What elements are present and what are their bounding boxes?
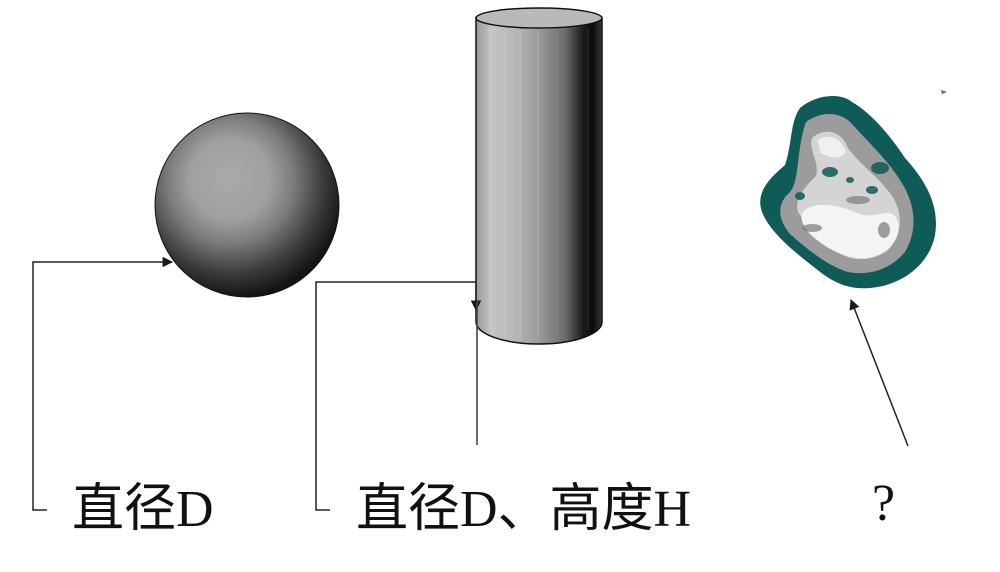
- sphere-connector-arrow: [32, 256, 174, 511]
- cylinder-shape: [475, 7, 603, 345]
- cylinder-connector-arrow: [315, 281, 482, 511]
- sphere-label: 直径D: [72, 481, 214, 538]
- irregular-connector-arrow: [849, 299, 909, 447]
- stray-mark: [941, 90, 947, 94]
- irregular-particle-shape: [760, 96, 936, 289]
- irregular-particle-label: ?: [872, 475, 896, 532]
- sphere-shape: [154, 112, 340, 298]
- cylinder-label: 直径D、高度H: [356, 481, 692, 538]
